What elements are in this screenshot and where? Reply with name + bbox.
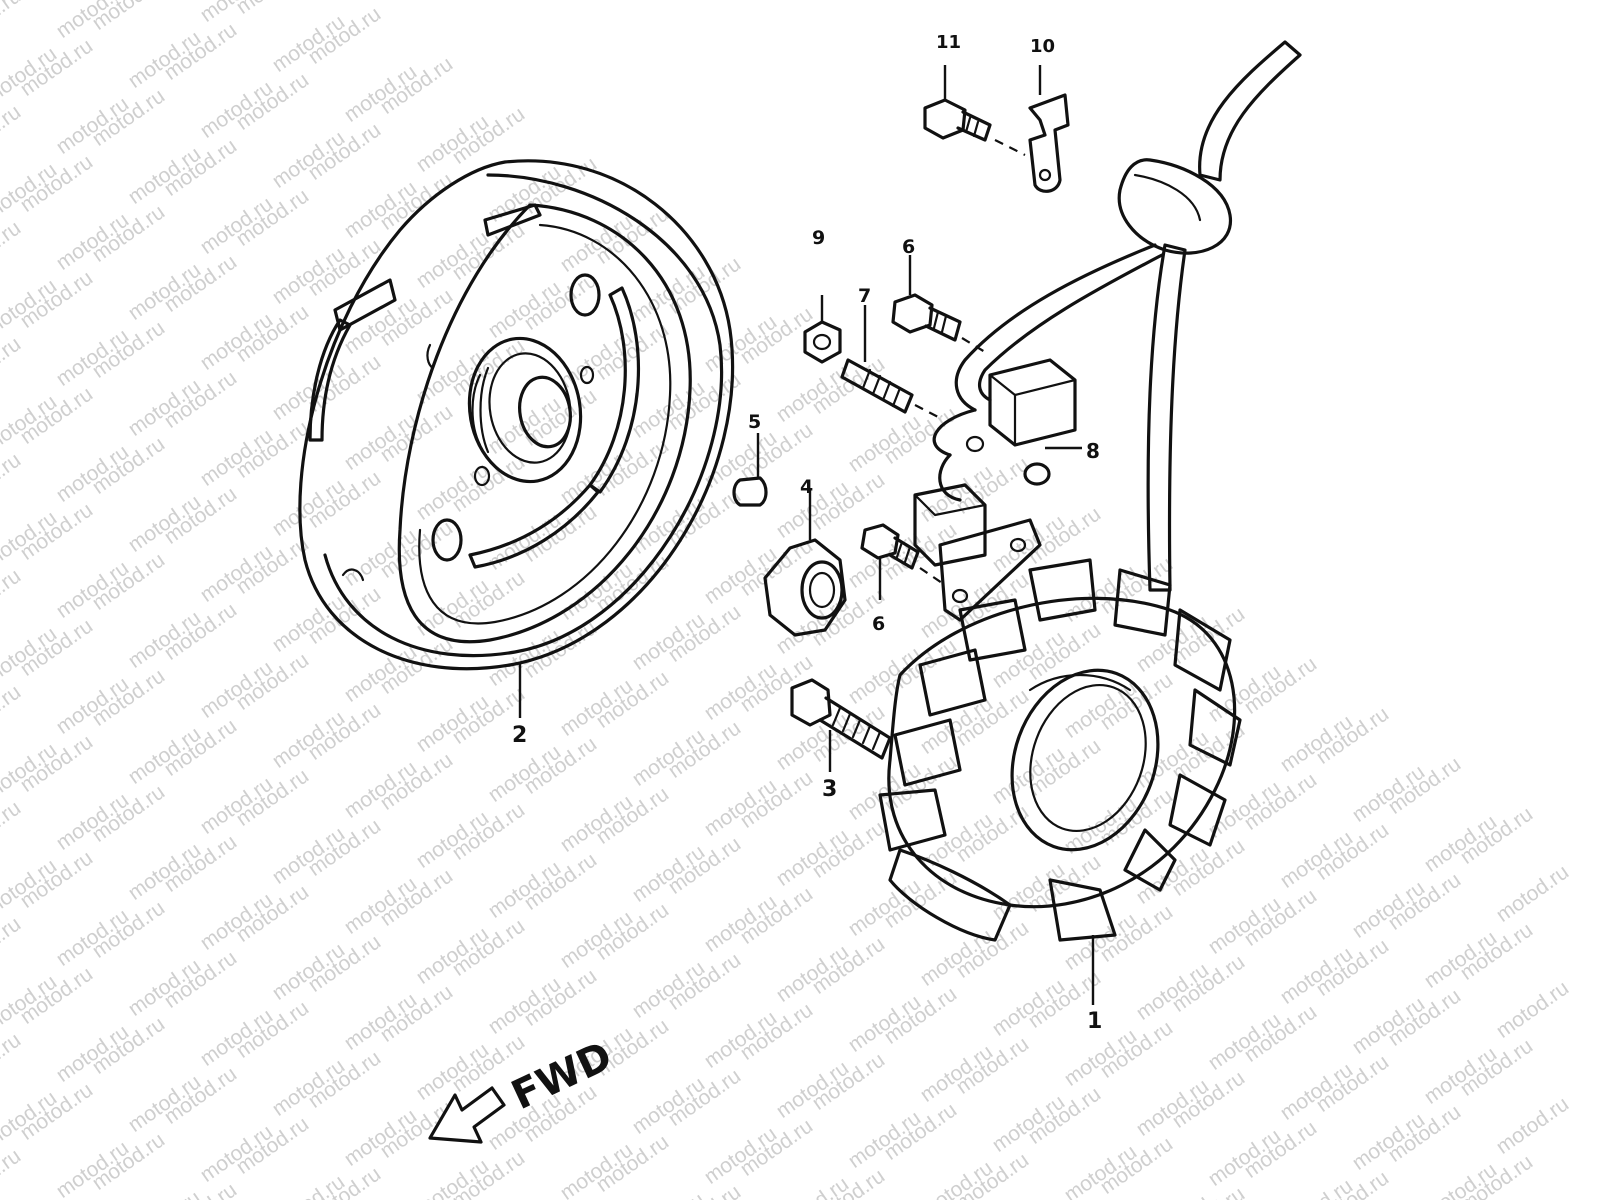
label-stud: 7 — [858, 285, 871, 307]
arrow-left-down-icon — [428, 1086, 506, 1144]
label-clamp: 10 — [1030, 36, 1055, 57]
label-rotor: 2 — [512, 723, 527, 748]
label-stator: 1 — [1087, 1009, 1102, 1034]
rotor-bolt — [790, 678, 892, 772]
label-key: 5 — [748, 411, 761, 433]
label-nut: 9 — [812, 227, 825, 249]
rotor-flywheel — [298, 159, 735, 718]
label-pickup-coil: 8 — [1086, 439, 1100, 463]
key — [732, 433, 768, 507]
label-rotor-nut: 4 — [800, 476, 813, 498]
stud — [840, 305, 941, 419]
stator-assembly — [878, 558, 1242, 1005]
screw-lower — [860, 523, 946, 600]
label-clamp-bolt: 11 — [936, 32, 961, 53]
label-rotor-bolt: 3 — [822, 777, 837, 802]
direction-label: FWD — [505, 1033, 619, 1119]
wiring-harness — [932, 40, 1302, 592]
rotor-nut — [763, 490, 847, 637]
screw-upper — [891, 255, 986, 353]
label-screw-upper: 6 — [902, 236, 915, 258]
nut — [803, 295, 842, 364]
clamp-and-bolt — [923, 65, 1070, 193]
label-screw-lower: 6 — [872, 613, 885, 635]
pickup-coil — [913, 358, 1082, 622]
